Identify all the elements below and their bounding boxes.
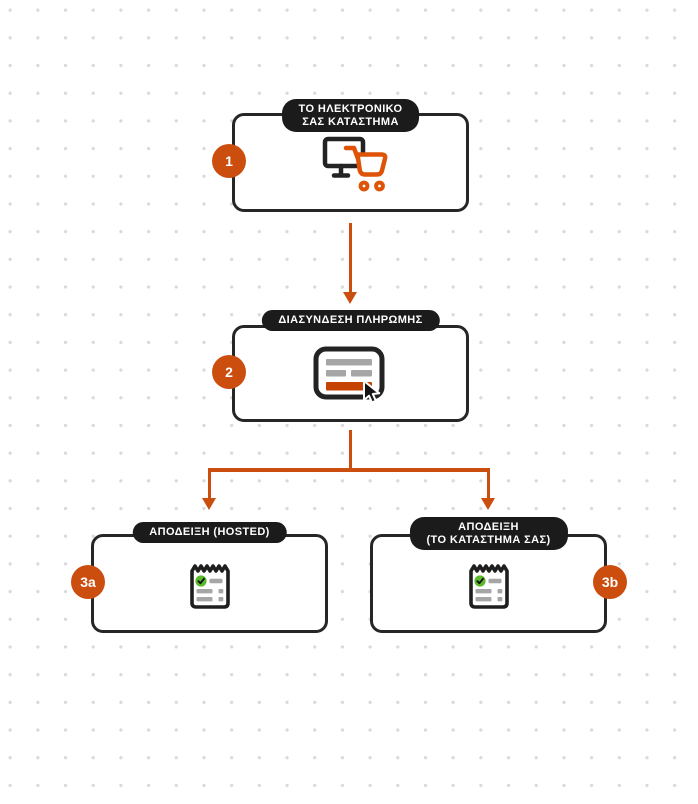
arrow-head-2-3b xyxy=(481,498,495,510)
receipt-check-icon xyxy=(468,563,509,609)
step-badge-3b: 3b xyxy=(593,564,627,599)
node-payment-link: ΔΙΑΣΥΝΔΕΣΗ ΠΛΗΡΩΜΗΣ 2 xyxy=(212,310,469,422)
connector-stem xyxy=(348,430,352,470)
arrow-line-1-2 xyxy=(348,223,352,293)
webstore-cart-icon xyxy=(322,136,387,191)
node-receipt-hosted: ΑΠΟΔΕΙΞΗ (HOSTED) 3a xyxy=(71,522,328,633)
node-receipt-your-store-label: ΑΠΟΔΕΙΞΗ (ΤΟ ΚΑΤΑΣΤΗΜΑ ΣΑΣ) xyxy=(409,517,568,550)
node-receipt-hosted-label: ΑΠΟΔΕΙΞΗ (HOSTED) xyxy=(132,522,287,543)
step-badge-1: 1 xyxy=(212,143,246,178)
arrow-head-1-2 xyxy=(342,292,357,304)
label-line-1: ΔΙΑΣΥΝΔΕΣΗ ΠΛΗΡΩΜΗΣ xyxy=(278,314,423,326)
node-payment-link-label: ΔΙΑΣΥΝΔΕΣΗ ΠΛΗΡΩΜΗΣ xyxy=(261,310,440,331)
step-badge-3a: 3a xyxy=(71,564,105,599)
node-receipt-your-store: ΑΠΟΔΕΙΞΗ (ΤΟ ΚΑΤΑΣΤΗΜΑ ΣΑΣ) 3b xyxy=(370,517,627,633)
label-line-1: ΤΟ ΗΛΕΚΤΡΟΝΙΚΟ xyxy=(298,103,403,115)
label-line-2: ΣΑΣ ΚΑΤΑΣΤΗΜΑ xyxy=(302,115,399,128)
label-line-1: ΑΠΟΔΕΙΞΗ xyxy=(458,521,519,533)
arrow-head-2-3a xyxy=(202,498,216,510)
arrow-line-2-3b xyxy=(486,468,491,499)
node-webstore: ΤΟ ΗΛΕΚΤΡΟΝΙΚΟ ΣΑΣ ΚΑΤΑΣΤΗΜΑ 1 xyxy=(212,99,469,212)
step-badge-2: 2 xyxy=(212,354,246,389)
connector-horizontal xyxy=(207,468,491,472)
mouse-cursor-icon xyxy=(362,379,380,403)
label-line-1: ΑΠΟΔΕΙΞΗ (HOSTED) xyxy=(149,526,270,538)
arrow-line-2-3a xyxy=(207,468,212,499)
payment-form-cursor-icon xyxy=(313,346,384,403)
receipt-check-icon xyxy=(189,563,230,609)
node-webstore-label: ΤΟ ΗΛΕΚΤΡΟΝΙΚΟ ΣΑΣ ΚΑΤΑΣΤΗΜΑ xyxy=(281,99,420,132)
label-line-2: (ΤΟ ΚΑΤΑΣΤΗΜΑ ΣΑΣ) xyxy=(426,533,551,546)
